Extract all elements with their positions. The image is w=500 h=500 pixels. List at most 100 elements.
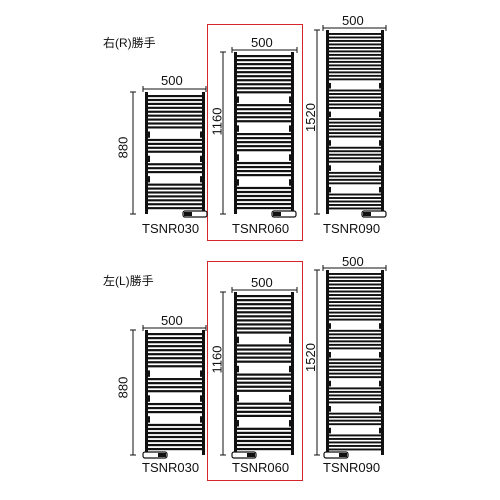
rail-bar-l090 bbox=[327, 311, 383, 314]
bracket-l090 bbox=[379, 323, 384, 329]
bracket-r060 bbox=[289, 179, 294, 186]
bracket-l030 bbox=[145, 416, 150, 423]
rail-bar-l090 bbox=[327, 444, 383, 447]
rail-bar-r060 bbox=[235, 87, 293, 90]
rail-bar-l060 bbox=[235, 427, 293, 430]
rail-bar-l060 bbox=[235, 447, 293, 451]
bracket-r030 bbox=[200, 155, 205, 163]
bracket-r090 bbox=[379, 186, 384, 193]
rail-bar-l030 bbox=[146, 365, 204, 368]
rail-bar-l090 bbox=[327, 412, 383, 415]
bracket-r060 bbox=[234, 96, 239, 103]
rail-bar-r090 bbox=[327, 182, 383, 185]
rail-bar-l060 bbox=[235, 323, 293, 326]
rail-bar-r090 bbox=[327, 53, 383, 56]
heater-cap-r090 bbox=[363, 212, 371, 216]
rail-bar-r090 bbox=[327, 50, 383, 53]
rail-bar-l060 bbox=[235, 406, 293, 409]
rail-bar-r030 bbox=[146, 199, 204, 202]
rail-bar-l030 bbox=[146, 386, 204, 389]
rail-bar-r060 bbox=[235, 194, 293, 198]
bracket-r060 bbox=[234, 125, 239, 132]
rail-bar-l060 bbox=[235, 327, 293, 330]
rail-bar-l060 bbox=[235, 439, 293, 443]
bracket-l060 bbox=[234, 420, 239, 427]
bracket-l030 bbox=[200, 370, 205, 377]
rail-bar-l060 bbox=[235, 360, 293, 363]
rail-bar-r090 bbox=[327, 197, 383, 199]
rail-bar-r030 bbox=[146, 146, 204, 149]
rail-bar-l030 bbox=[146, 447, 204, 451]
rail-bar-l090 bbox=[327, 401, 383, 404]
rail-bar-r060 bbox=[235, 206, 293, 210]
rail-bar-r090 bbox=[327, 125, 383, 128]
rail-bar-r090 bbox=[327, 121, 383, 124]
rail-bar-l090 bbox=[327, 416, 383, 419]
bracket-l090 bbox=[379, 380, 384, 387]
bracket-l030 bbox=[200, 416, 205, 423]
rail-bar-l090 bbox=[327, 419, 383, 422]
rail-bar-r060 bbox=[235, 174, 293, 177]
rail-bar-r030 bbox=[146, 122, 204, 125]
rail-bar-l030 bbox=[146, 378, 204, 381]
height-dim-tsnr060-left: 1160 bbox=[209, 345, 225, 374]
rail-bar-r030 bbox=[146, 163, 204, 166]
rail-bar-l090 bbox=[327, 294, 383, 296]
bracket-l060 bbox=[289, 394, 294, 402]
bracket-l090 bbox=[379, 351, 384, 358]
section-label-right-hand: 右(R)勝手 bbox=[103, 36, 156, 50]
rail-bar-l090 bbox=[327, 297, 383, 300]
bracket-l030 bbox=[200, 395, 205, 402]
side-tube-l030 bbox=[145, 330, 148, 455]
heater-cap-l030 bbox=[158, 453, 166, 457]
height-dim-tsnr060-right: 1160 bbox=[209, 107, 225, 136]
section-label-left-hand: 左(L)勝手 bbox=[103, 274, 154, 288]
rail-bar-r060 bbox=[235, 79, 293, 82]
rail-bar-r060 bbox=[235, 91, 293, 94]
width-dim-tsnr060-right: 500 bbox=[251, 35, 273, 50]
rail-bar-l030 bbox=[146, 357, 204, 360]
bracket-r030 bbox=[145, 155, 150, 163]
rail-bar-l030 bbox=[146, 410, 204, 414]
height-dim-tsnr030-right: 880 bbox=[115, 136, 131, 159]
rail-bar-l090 bbox=[327, 362, 383, 365]
heater-cap-r060 bbox=[273, 212, 281, 216]
rail-bar-l090 bbox=[327, 336, 383, 339]
bracket-r030 bbox=[200, 176, 205, 183]
rail-bar-r030 bbox=[146, 183, 204, 186]
rail-bar-r090 bbox=[327, 171, 383, 174]
rail-bar-r090 bbox=[327, 150, 383, 153]
rail-bar-r060 bbox=[235, 202, 293, 206]
rail-bar-l030 bbox=[146, 361, 204, 364]
rail-bar-l090 bbox=[327, 372, 383, 375]
rail-bar-l030 bbox=[146, 382, 204, 385]
rail-bar-l060 bbox=[235, 356, 293, 359]
rail-bar-l060 bbox=[235, 373, 293, 376]
rail-bar-l090 bbox=[327, 423, 383, 426]
rail-bar-l060 bbox=[235, 443, 293, 447]
rail-bar-l060 bbox=[235, 414, 293, 417]
bracket-r090 bbox=[326, 165, 331, 171]
rail-bar-r060 bbox=[235, 169, 293, 173]
rail-bar-l090 bbox=[327, 329, 383, 332]
bracket-r030 bbox=[200, 131, 205, 138]
rail-bar-l090 bbox=[327, 448, 383, 451]
rail-bar-r060 bbox=[235, 55, 293, 58]
rail-bar-r060 bbox=[235, 63, 293, 66]
rail-bar-l090 bbox=[327, 340, 383, 343]
height-dim-tsnr090-left: 1520 bbox=[302, 343, 318, 372]
rail-bar-r090 bbox=[327, 43, 383, 46]
rail-bar-r060 bbox=[235, 190, 293, 194]
rail-bar-l060 bbox=[235, 303, 293, 306]
rail-bar-l060 bbox=[235, 435, 293, 439]
rail-bar-r090 bbox=[327, 132, 383, 135]
rail-bar-r030 bbox=[146, 167, 204, 170]
rail-bar-r030 bbox=[146, 195, 204, 198]
bracket-r030 bbox=[145, 131, 150, 138]
rail-bar-r090 bbox=[327, 33, 383, 35]
rail-bar-l030 bbox=[146, 439, 204, 443]
bracket-r090 bbox=[379, 140, 384, 146]
rail-bar-r030 bbox=[146, 95, 204, 98]
rail-bar-r090 bbox=[327, 106, 383, 109]
